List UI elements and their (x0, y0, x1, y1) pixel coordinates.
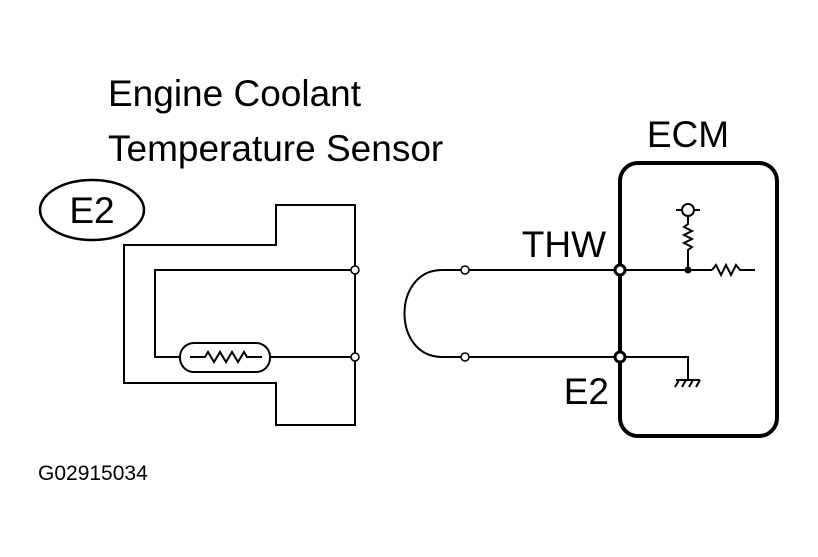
ecm-pullup-circuit (624, 203, 755, 278)
voltage-supply-terminal (681, 203, 695, 217)
harness-terminal-2 (460, 352, 470, 362)
figure-code: G02915034 (38, 462, 148, 485)
ecm-box (618, 161, 779, 438)
ecm-input-resistor-icon (711, 262, 755, 278)
connector-tag-e2: E2 (38, 178, 146, 242)
ecm-junction-dot (684, 266, 692, 274)
ecm-label: ECM (647, 114, 729, 155)
harness-loop (403, 269, 465, 358)
harness-terminal-1 (460, 265, 470, 275)
thermistor-capsule (179, 342, 271, 373)
sensor-terminal-1 (350, 265, 360, 275)
pin-label-e2: E2 (564, 371, 609, 412)
sensor-title-line2: Temperature Sensor (108, 128, 443, 169)
sensor-terminal-2 (350, 352, 360, 362)
sensor-title-line1: Engine Coolant (108, 73, 362, 114)
pin-label-thw: THW (522, 224, 606, 265)
connector-tag-ellipse (38, 178, 146, 242)
pullup-resistor-icon (681, 216, 695, 270)
ecm-pin-e2 (613, 350, 627, 364)
ecm-e2-internal-wire (624, 356, 689, 380)
sensor-internal-wire-top (154, 269, 355, 358)
connector-tag-label: E2 (69, 190, 114, 231)
ecm-ground (624, 356, 701, 388)
sensor-body (123, 204, 356, 426)
thermistor (179, 342, 271, 373)
thermistor-resistor-icon (190, 350, 262, 364)
ground-icon (674, 379, 701, 388)
ecm-pin-thw (613, 263, 627, 277)
